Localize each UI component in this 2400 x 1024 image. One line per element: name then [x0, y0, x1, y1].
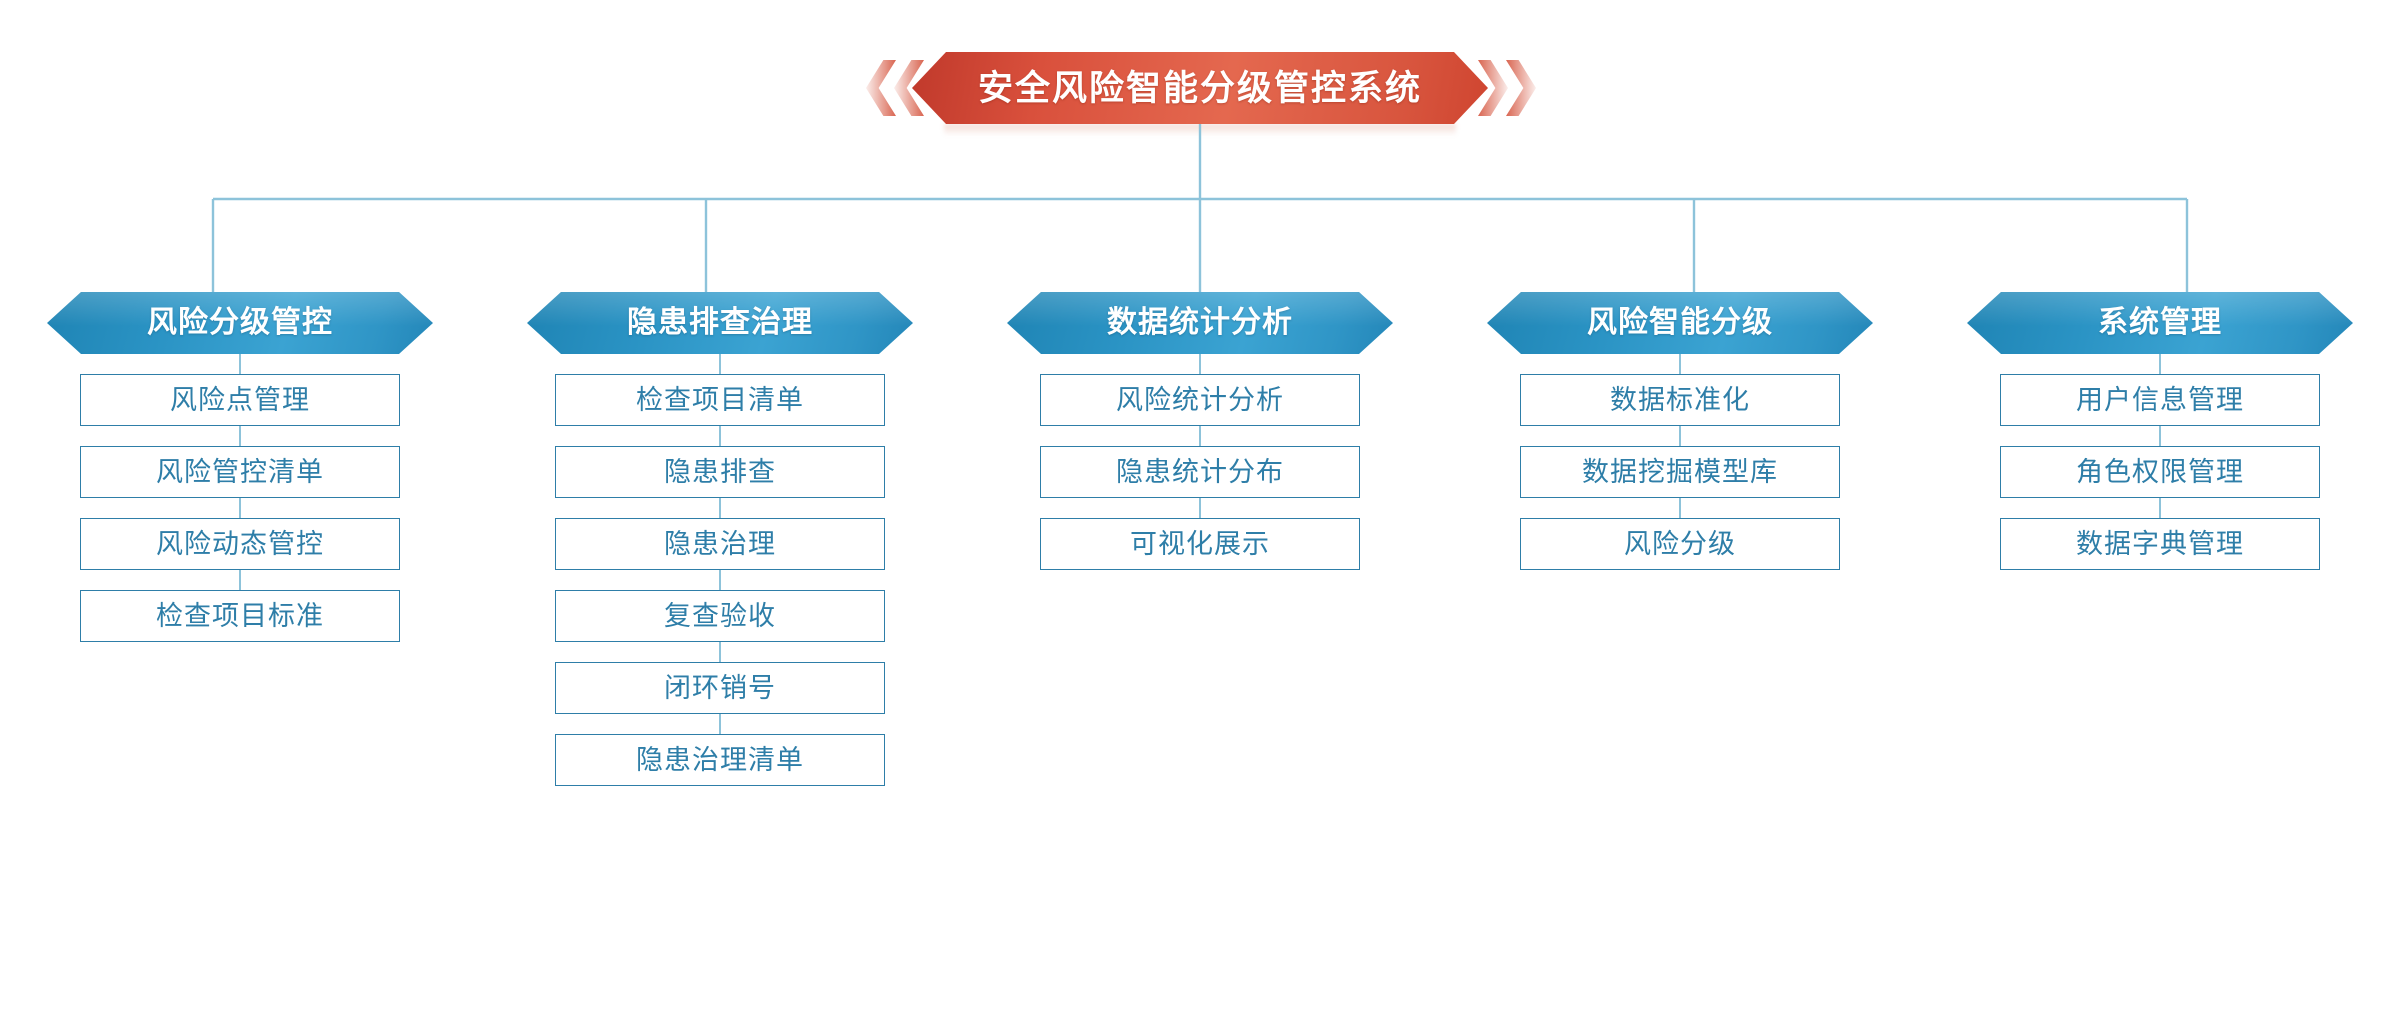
item-connector — [719, 498, 721, 518]
column-container: 风险分级管控风险点管理风险管控清单风险动态管控检查项目标准隐患排查治理检查项目清… — [0, 292, 2400, 786]
column-header-label: 风险智能分级 — [1587, 306, 1773, 339]
chevron-left-outer-icon — [866, 60, 896, 116]
menu-item-box[interactable]: 闭环销号 — [555, 662, 885, 714]
item-connector — [239, 570, 241, 590]
menu-item-label: 隐患治理 — [664, 528, 776, 559]
menu-item-label: 隐患排查 — [664, 456, 776, 487]
menu-item-label: 数据挖掘模型库 — [1582, 456, 1778, 487]
system-title-text: 安全风险智能分级管控系统 — [977, 68, 1422, 108]
column-header-label: 隐患排查治理 — [627, 306, 813, 339]
menu-item-box[interactable]: 隐患排查 — [555, 446, 885, 498]
menu-item-box[interactable]: 风险管控清单 — [80, 446, 400, 498]
menu-item-box[interactable]: 数据挖掘模型库 — [1520, 446, 1840, 498]
menu-item-box[interactable]: 风险动态管控 — [80, 518, 400, 570]
item-connector — [1199, 426, 1201, 446]
menu-item-label: 闭环销号 — [664, 672, 776, 703]
item-connector — [1679, 426, 1681, 446]
item-connector — [239, 426, 241, 446]
column-header-label: 风险分级管控 — [147, 306, 333, 339]
column-items-3: 风险统计分析隐患统计分布可视化展示 — [1040, 354, 1360, 570]
menu-item-label: 风险动态管控 — [156, 528, 324, 559]
item-connector — [1679, 354, 1681, 374]
column-items-1: 风险点管理风险管控清单风险动态管控检查项目标准 — [80, 354, 400, 642]
menu-item-box[interactable]: 用户信息管理 — [2000, 374, 2320, 426]
menu-item-box[interactable]: 检查项目标准 — [80, 590, 400, 642]
column-header-label: 系统管理 — [2098, 306, 2222, 339]
menu-item-box[interactable]: 隐患治理清单 — [555, 734, 885, 786]
menu-item-box[interactable]: 角色权限管理 — [2000, 446, 2320, 498]
chevron-right-inner-icon — [1478, 60, 1508, 116]
column-items-5: 用户信息管理角色权限管理数据字典管理 — [2000, 354, 2320, 570]
item-connector — [239, 498, 241, 518]
menu-item-box[interactable]: 隐患治理 — [555, 518, 885, 570]
item-connector — [2159, 426, 2161, 446]
item-connector — [719, 426, 721, 446]
menu-item-label: 数据标准化 — [1610, 384, 1750, 415]
menu-item-box[interactable]: 可视化展示 — [1040, 518, 1360, 570]
column-header-1[interactable]: 风险分级管控 — [47, 292, 433, 354]
menu-item-label: 可视化展示 — [1130, 528, 1270, 559]
item-connector — [719, 570, 721, 590]
item-connector — [1679, 498, 1681, 518]
item-connector — [719, 714, 721, 734]
diagram-title-banner: 安全风险智能分级管控系统 — [0, 52, 2400, 136]
item-connector — [1199, 354, 1201, 374]
column-header-label: 数据统计分析 — [1107, 306, 1293, 339]
menu-item-label: 检查项目标准 — [156, 600, 324, 631]
column-header-3[interactable]: 数据统计分析 — [1007, 292, 1393, 354]
menu-item-label: 数据字典管理 — [2076, 528, 2244, 559]
menu-item-box[interactable]: 数据字典管理 — [2000, 518, 2320, 570]
column-items-4: 数据标准化数据挖掘模型库风险分级 — [1520, 354, 1840, 570]
column-5: 系统管理用户信息管理角色权限管理数据字典管理 — [1920, 292, 2400, 786]
menu-item-label: 复查验收 — [664, 600, 776, 631]
menu-item-box[interactable]: 检查项目清单 — [555, 374, 885, 426]
item-connector — [239, 354, 241, 374]
menu-item-box[interactable]: 风险分级 — [1520, 518, 1840, 570]
column-header-4[interactable]: 风险智能分级 — [1487, 292, 1873, 354]
column-header-2[interactable]: 隐患排查治理 — [527, 292, 913, 354]
item-connector — [2159, 498, 2161, 518]
system-title-ribbon: 安全风险智能分级管控系统 — [912, 52, 1488, 124]
menu-item-label: 角色权限管理 — [2076, 456, 2244, 487]
menu-item-box[interactable]: 隐患统计分布 — [1040, 446, 1360, 498]
menu-item-label: 风险统计分析 — [1116, 384, 1284, 415]
chevron-right-outer-icon — [1506, 60, 1536, 116]
item-connector — [719, 642, 721, 662]
menu-item-label: 用户信息管理 — [2076, 384, 2244, 415]
item-connector — [2159, 354, 2161, 374]
menu-item-box[interactable]: 复查验收 — [555, 590, 885, 642]
banner-shadow — [944, 124, 1456, 136]
column-2: 隐患排查治理检查项目清单隐患排查隐患治理复查验收闭环销号隐患治理清单 — [480, 292, 960, 786]
item-connector — [719, 354, 721, 374]
menu-item-box[interactable]: 风险统计分析 — [1040, 374, 1360, 426]
menu-item-box[interactable]: 数据标准化 — [1520, 374, 1840, 426]
item-connector — [1199, 498, 1201, 518]
column-items-2: 检查项目清单隐患排查隐患治理复查验收闭环销号隐患治理清单 — [555, 354, 885, 786]
menu-item-label: 风险点管理 — [170, 384, 310, 415]
menu-item-label: 隐患统计分布 — [1116, 456, 1284, 487]
column-4: 风险智能分级数据标准化数据挖掘模型库风险分级 — [1440, 292, 1920, 786]
column-1: 风险分级管控风险点管理风险管控清单风险动态管控检查项目标准 — [0, 292, 480, 786]
menu-item-label: 检查项目清单 — [636, 384, 804, 415]
menu-item-box[interactable]: 风险点管理 — [80, 374, 400, 426]
column-header-5[interactable]: 系统管理 — [1967, 292, 2353, 354]
menu-item-label: 隐患治理清单 — [636, 744, 804, 775]
menu-item-label: 风险分级 — [1624, 528, 1736, 559]
menu-item-label: 风险管控清单 — [156, 456, 324, 487]
column-3: 数据统计分析风险统计分析隐患统计分布可视化展示 — [960, 292, 1440, 786]
